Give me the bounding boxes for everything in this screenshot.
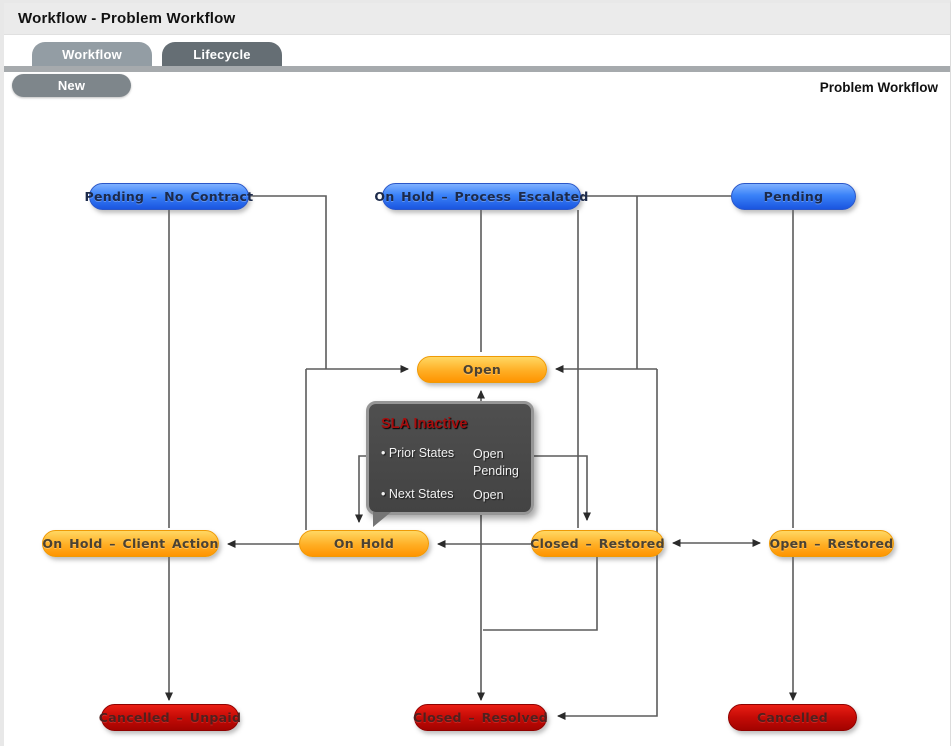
state-node-cancelled-unpaid[interactable]: Cancelled – Unpaid: [99, 704, 241, 731]
state-node-open-restored[interactable]: Open – Restored: [769, 530, 894, 557]
state-node-on-hold-client-action[interactable]: On Hold – Client Action: [42, 530, 219, 557]
state-node-on-hold[interactable]: On Hold: [299, 530, 429, 557]
state-node-pending[interactable]: Pending: [731, 183, 856, 210]
tab-workflow[interactable]: Workflow: [32, 42, 152, 66]
state-node-closed-restored[interactable]: Closed – Restored: [530, 530, 665, 557]
workflow-diagram-canvas: Pending – No Contract On Hold – Process …: [4, 103, 950, 746]
tooltip-title: SLA Inactive: [381, 416, 468, 432]
state-tooltip: SLA Inactive • Prior States Open Pending…: [366, 401, 534, 527]
tab-lifecycle[interactable]: Lifecycle: [162, 42, 282, 66]
page-title: Workflow - Problem Workflow: [18, 10, 236, 27]
state-node-open[interactable]: Open: [417, 356, 547, 383]
state-node-pending-no-contract[interactable]: Pending – No Contract: [85, 183, 253, 210]
new-button[interactable]: New: [12, 74, 131, 97]
state-node-on-hold-process-escalated[interactable]: On Hold – Process Escalated: [374, 183, 588, 210]
state-node-closed-resolved[interactable]: Closed – Resolved: [413, 704, 548, 731]
context-title: Problem Workflow: [819, 80, 938, 95]
tooltip-pointer-tail: [373, 512, 391, 527]
tooltip-prior-states-row: • Prior States Open Pending: [381, 446, 519, 480]
tooltip-prior-state-value: Open: [473, 447, 504, 461]
tooltip-next-states-row: • Next States Open: [381, 487, 504, 504]
state-node-cancelled[interactable]: Cancelled: [728, 704, 857, 731]
tab-bar: Workflow Lifecycle: [32, 42, 282, 66]
page-header: Workflow - Problem Workflow: [4, 3, 950, 35]
tooltip-prior-states-label: • Prior States: [381, 446, 455, 460]
tooltip-next-state-value: Open: [473, 488, 504, 502]
tooltip-next-states-label: • Next States: [381, 487, 454, 501]
tab-underline-bar: [4, 66, 950, 72]
tooltip-prior-state-value: Pending: [473, 464, 519, 478]
